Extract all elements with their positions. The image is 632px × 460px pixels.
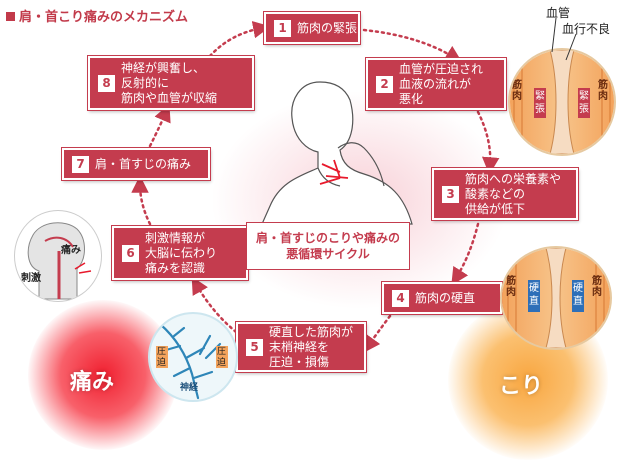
brain-pain-label: 痛み <box>61 245 81 256</box>
step-number: 1 <box>274 19 291 37</box>
step-3: 3 筋肉への栄養素や 酸素などの 供給が低下 <box>432 168 578 220</box>
arrow-1-2 <box>362 28 463 63</box>
step-text: 筋肉の硬直 <box>415 290 476 305</box>
step-number: 6 <box>122 244 139 262</box>
vessel-callout: 血管 <box>546 6 571 20</box>
brain-stimulus-label: 刺激 <box>21 273 41 284</box>
arrow-5-6 <box>191 276 238 334</box>
muscle-label: 筋肉 <box>598 80 608 102</box>
step-number: 2 <box>376 75 393 93</box>
step-text: 筋肉の緊張 <box>297 20 358 35</box>
step-text: 刺激情報が 大脳に伝わり 痛みを認識 <box>145 230 218 275</box>
step-number: 3 <box>442 185 459 203</box>
step-7: 7 肩・首すじの痛み <box>62 148 210 180</box>
nerve-illustration: 圧迫 圧迫 神経 <box>148 312 238 402</box>
arrow-6-7 <box>131 175 152 226</box>
press-label-left: 圧迫 <box>157 347 167 368</box>
tension-label-right: 緊張 <box>579 91 589 115</box>
arrow-2-3 <box>476 110 500 175</box>
stiff-label-right: 硬直 <box>573 283 583 307</box>
arrow-8-1 <box>208 21 271 58</box>
step-number: 8 <box>98 74 115 92</box>
step-4: 4 筋肉の硬直 <box>382 282 502 314</box>
step-1: 1 筋肉の緊張 <box>264 12 360 44</box>
press-label-right: 圧迫 <box>217 347 227 368</box>
step-number: 5 <box>246 338 263 356</box>
step-number: 4 <box>392 289 409 307</box>
poor-circulation-callout: 血行不良 <box>562 22 611 36</box>
step-8: 8 神経が興奮し、 反射的に 筋肉や血管が収縮 <box>88 56 254 110</box>
step-text: 血管が圧迫され 血液の流れが 悪化 <box>399 61 484 106</box>
step-text: 神経が興奮し、 反射的に 筋肉や血管が収縮 <box>121 60 218 105</box>
muscle-label: 筋肉 <box>512 80 522 102</box>
arrow-7-8 <box>148 103 171 148</box>
diagram-title: 肩・首こり痛みのメカニズム <box>6 6 188 25</box>
person-silhouette <box>261 81 413 225</box>
step-6: 6 刺激情報が 大脳に伝わり 痛みを認識 <box>112 226 248 280</box>
cycle-diagram <box>131 21 500 354</box>
step-text: 肩・首すじの痛み <box>95 156 192 171</box>
cycle-center-label: 肩・首すじのこりや痛みの 悪循環サイクル <box>246 222 410 270</box>
arrow-3-4 <box>451 222 480 286</box>
step-text: 筋肉への栄養素や 酸素などの 供給が低下 <box>465 171 562 216</box>
pain-spot <box>319 159 349 185</box>
nerve-label: 神経 <box>180 383 199 393</box>
brain-illustration: 痛み 刺激 <box>14 210 102 302</box>
step-number: 7 <box>72 155 89 173</box>
stiffness-label: こり <box>499 374 544 399</box>
muscle-label: 筋肉 <box>592 276 602 298</box>
vessel-tension-illustration: 筋肉 緊張 緊張 筋肉 <box>508 48 616 156</box>
tension-label-left: 緊張 <box>535 91 545 115</box>
step-text: 硬直した筋肉が 末梢神経を 圧迫・損傷 <box>269 324 354 369</box>
muscle-label: 筋肉 <box>506 276 516 298</box>
step-2: 2 血管が圧迫され 血液の流れが 悪化 <box>366 58 506 110</box>
arrow-4-5 <box>362 314 392 354</box>
stiff-label-left: 硬直 <box>529 283 539 307</box>
vessel-stiff-illustration: 筋肉 硬直 硬直 筋肉 <box>500 246 612 350</box>
pain-label: 痛み <box>70 370 115 395</box>
step-5: 5 硬直した筋肉が 末梢神経を 圧迫・損傷 <box>236 322 366 372</box>
